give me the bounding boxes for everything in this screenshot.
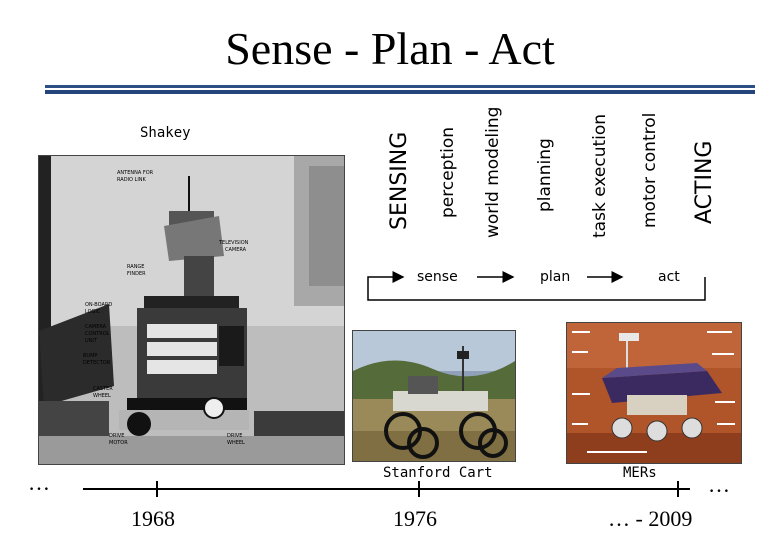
shakey-photo: ANTENNA FOR RADIO LINK TELEVISION CAMERA… (38, 155, 345, 465)
column-planning: planning (535, 138, 555, 212)
svg-text:DETECTOR: DETECTOR (83, 360, 111, 366)
svg-text:MOTOR: MOTOR (109, 440, 128, 446)
title-rule-top (45, 85, 755, 88)
timeline-ellipsis-right: … (708, 472, 730, 497)
svg-text:RANGE: RANGE (127, 264, 144, 270)
act-box-label: act (658, 269, 680, 285)
svg-text:DRIVE: DRIVE (227, 433, 242, 439)
svg-text:TELEVISION: TELEVISION (218, 240, 249, 246)
timeline-ellipsis-left: … (28, 470, 50, 495)
column-sensing: SENSING (387, 131, 412, 230)
column-world-modeling: world modeling (483, 106, 503, 238)
mer-rover-image (567, 323, 741, 463)
slide-title: Sense - Plan - Act (225, 23, 555, 74)
column-motor-control: motor control (640, 112, 660, 228)
shakey-robot-image: ANTENNA FOR RADIO LINK TELEVISION CAMERA… (39, 156, 344, 464)
svg-text:WHEEL: WHEEL (227, 440, 245, 446)
svg-text:UNIT: UNIT (85, 338, 98, 344)
svg-text:ANTENNA FOR: ANTENNA FOR (117, 170, 154, 176)
mer-photo (566, 322, 742, 464)
shakey-label: Shakey (140, 125, 191, 141)
stanford-cart-label: Stanford Cart (383, 465, 493, 481)
svg-text:CONTROL: CONTROL (85, 331, 110, 337)
column-task-execution: task execution (590, 113, 610, 238)
sense-plan-act-loop (367, 271, 706, 301)
svg-text:DRIVE: DRIVE (109, 433, 124, 439)
timeline-axis (83, 488, 690, 490)
stanford-cart-photo (352, 330, 516, 462)
mers-label: MERs (623, 465, 657, 481)
tick-2009 (677, 481, 679, 497)
svg-text:RADIO LINK: RADIO LINK (117, 177, 147, 183)
svg-text:WHEEL: WHEEL (93, 393, 111, 399)
feedback-arrow (367, 271, 706, 301)
stanford-cart-image (353, 331, 515, 461)
sense-box-label: sense (417, 269, 458, 285)
column-acting: ACTING (692, 140, 717, 224)
svg-text:CAMERA: CAMERA (225, 247, 247, 253)
year-1976: 1976 (393, 506, 437, 531)
svg-text:FINDER: FINDER (127, 271, 146, 277)
tick-1976 (418, 481, 420, 497)
tick-1968 (156, 481, 158, 497)
title-rule-bottom (45, 90, 755, 94)
svg-text:BUMP: BUMP (83, 353, 97, 359)
svg-text:ON-BOARD: ON-BOARD (85, 302, 112, 308)
svg-text:CAMERA: CAMERA (85, 324, 107, 330)
svg-text:LOGIC: LOGIC (85, 309, 101, 315)
year-2009: … - 2009 (608, 506, 693, 531)
svg-text:CASTER: CASTER (93, 386, 113, 392)
year-1968: 1968 (131, 506, 175, 531)
plan-box-label: plan (540, 269, 571, 285)
column-perception: perception (438, 126, 458, 218)
